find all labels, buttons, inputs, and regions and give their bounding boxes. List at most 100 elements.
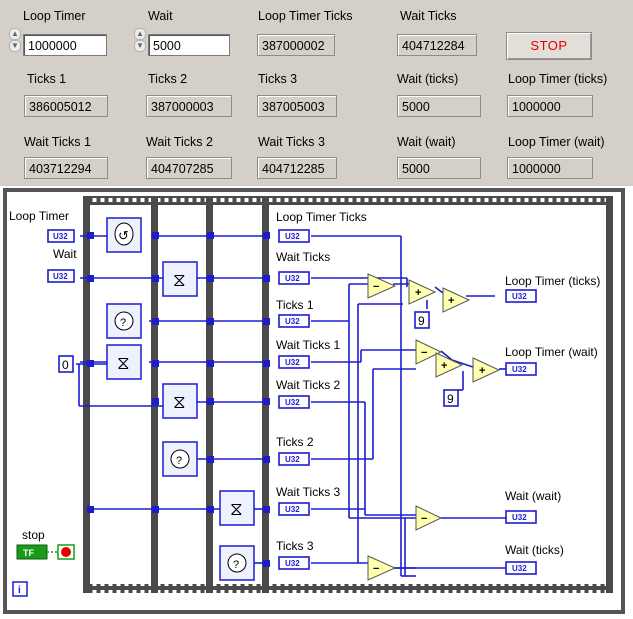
svg-text:+: + (415, 287, 421, 299)
wait-ms-node: ⧖ (162, 383, 198, 419)
wait-input[interactable]: 5000 (148, 34, 230, 56)
svg-text:U32: U32 (285, 317, 300, 326)
loop-timer-ticks-indicator: 387000002 (257, 34, 335, 56)
svg-text:U32: U32 (285, 455, 300, 464)
svg-text:−: − (373, 563, 379, 575)
wait-ticks-3-label: Wait Ticks 3 (258, 135, 325, 149)
loop-timer-ticks-col-label: Loop Timer (ticks) (508, 72, 608, 86)
ticks-3-indicator: 387005003 (257, 95, 337, 117)
flat-sequence-structure[interactable] (83, 196, 613, 593)
svg-text:+: + (479, 365, 485, 377)
wait-ticks-col-indicator: 5000 (397, 95, 481, 117)
block-diagram: Loop Timer U32 Wait U32 0 ↺ ⧖ ? ⧖ (3, 188, 625, 614)
ticks-1-indicator: 386005012 (24, 95, 108, 117)
svg-text:9: 9 (418, 314, 425, 328)
svg-text:i: i (18, 585, 21, 596)
ind-loop-timer-ticks-label: Loop Timer Ticks (276, 210, 367, 224)
ind-wait-wait-out-label: Wait (wait) (505, 489, 561, 503)
wait-ticks-col-label: Wait (ticks) (397, 72, 459, 86)
ctrl-loop-timer-terminal[interactable]: U32 (47, 229, 75, 243)
wait-ticks-1-indicator: 403712294 (24, 157, 108, 179)
svg-text:↺: ↺ (118, 228, 129, 243)
svg-text:⧖: ⧖ (173, 270, 186, 290)
wait-wait-indicator: 5000 (397, 157, 481, 179)
ind-loop-timer-ticks-out-label: Loop Timer (ticks) (505, 274, 600, 288)
svg-text:−: − (373, 281, 379, 293)
ind-wait-ticks-3-label: Wait Ticks 3 (276, 485, 341, 499)
stop-terminal[interactable]: TF (16, 544, 48, 560)
decrement-icon[interactable]: ▼ (9, 40, 21, 52)
loop-timer-ticks-label: Loop Timer Ticks (258, 9, 353, 23)
svg-text:0: 0 (62, 358, 69, 372)
ctrl-stop-label: stop (22, 528, 45, 542)
ind-wait-ticks-1-label: Wait Ticks 1 (276, 338, 341, 352)
wait-ticks-3-indicator: 404712285 (257, 157, 337, 179)
ind-wait-ticks-label: Wait Ticks (276, 250, 330, 264)
front-panel: Loop Timer ▲▼ 1000000 Wait ▲▼ 5000 Loop … (0, 0, 633, 186)
ticks-2-indicator: 387000003 (146, 95, 232, 117)
tick-count-node: ? (106, 303, 142, 339)
svg-text:?: ? (120, 317, 126, 329)
loop-timer-input[interactable]: 1000000 (23, 34, 107, 56)
ind-ticks-2-label: Ticks 2 (276, 435, 314, 449)
ind-wait-ticks-2-label: Wait Ticks 2 (276, 378, 341, 392)
wait-label: Wait (148, 9, 173, 23)
svg-text:U32: U32 (285, 274, 300, 283)
loop-timer-label: Loop Timer (23, 9, 86, 23)
ticks-2-label: Ticks 2 (148, 72, 188, 86)
wait-ticks-2-label: Wait Ticks 2 (146, 135, 213, 149)
svg-text:U32: U32 (285, 358, 300, 367)
arithmetic-nodes[interactable] (367, 273, 501, 581)
svg-text:U32: U32 (53, 232, 68, 241)
svg-text:?: ? (233, 559, 239, 571)
svg-text:TF: TF (23, 548, 34, 558)
loop-timer-spinner[interactable]: ▲▼ (9, 28, 21, 52)
indicator-terminals[interactable]: Loop Timer Ticks U32 Wait Ticks U32 Tick… (276, 210, 600, 575)
svg-text:−: − (421, 513, 427, 525)
svg-text:U32: U32 (512, 365, 527, 374)
loop-condition-stop-icon[interactable] (57, 544, 75, 560)
svg-text:U32: U32 (285, 232, 300, 241)
wait-ticks-indicator: 404712284 (397, 34, 477, 56)
ind-ticks-1-label: Ticks 1 (276, 298, 314, 312)
wait-ms-node: ⧖ (162, 261, 198, 297)
tunnels (87, 232, 270, 567)
ctrl-wait-terminal[interactable]: U32 (47, 269, 75, 283)
tick-count-node: ? (219, 545, 255, 581)
zero-constant[interactable]: 0 (58, 355, 74, 373)
svg-text:⧖: ⧖ (117, 353, 130, 373)
stop-button[interactable]: STOP (506, 32, 592, 60)
svg-text:9: 9 (447, 392, 454, 406)
iteration-terminal[interactable]: i (12, 581, 28, 597)
ticks-3-label: Ticks 3 (258, 72, 298, 86)
svg-text:U32: U32 (512, 513, 527, 522)
svg-text:⧖: ⧖ (230, 499, 243, 519)
wait-ticks-label: Wait Ticks (400, 9, 457, 23)
wait-ms-node: ⧖ (106, 344, 142, 380)
ind-ticks-3-label: Ticks 3 (276, 539, 314, 553)
timer-nodes[interactable]: ↺ ⧖ ? ⧖ ⧖ ? ⧖ ? (106, 217, 255, 581)
wait-spinner[interactable]: ▲▼ (134, 28, 146, 52)
svg-text:U32: U32 (285, 559, 300, 568)
svg-text:U32: U32 (512, 292, 527, 301)
svg-text:U32: U32 (53, 272, 68, 281)
svg-text:U32: U32 (512, 564, 527, 573)
increment-icon[interactable]: ▲ (134, 28, 146, 40)
nine-constant-b[interactable]: 9 (443, 389, 459, 407)
while-loop-frame[interactable] (3, 188, 625, 614)
wait-wait-label: Wait (wait) (397, 135, 456, 149)
nine-constant-a[interactable]: 9 (414, 311, 430, 329)
ind-wait-ticks-out-label: Wait (ticks) (505, 543, 564, 557)
ctrl-loop-timer-label: Loop Timer (9, 209, 69, 223)
decrement-icon[interactable]: ▼ (134, 40, 146, 52)
ctrl-wait-label: Wait (53, 247, 77, 261)
increment-icon[interactable]: ▲ (9, 28, 21, 40)
svg-text:−: − (421, 347, 427, 359)
ticks-1-label: Ticks 1 (27, 72, 67, 86)
wait-ticks-1-label: Wait Ticks 1 (24, 135, 91, 149)
ind-loop-timer-wait-out-label: Loop Timer (wait) (505, 345, 598, 359)
wait-ms-node: ⧖ (219, 490, 255, 526)
svg-text:+: + (448, 295, 454, 307)
operator-glyphs: − + + − + + − − (373, 281, 485, 575)
wait-until-next-ms-node: ↺ (106, 217, 142, 253)
